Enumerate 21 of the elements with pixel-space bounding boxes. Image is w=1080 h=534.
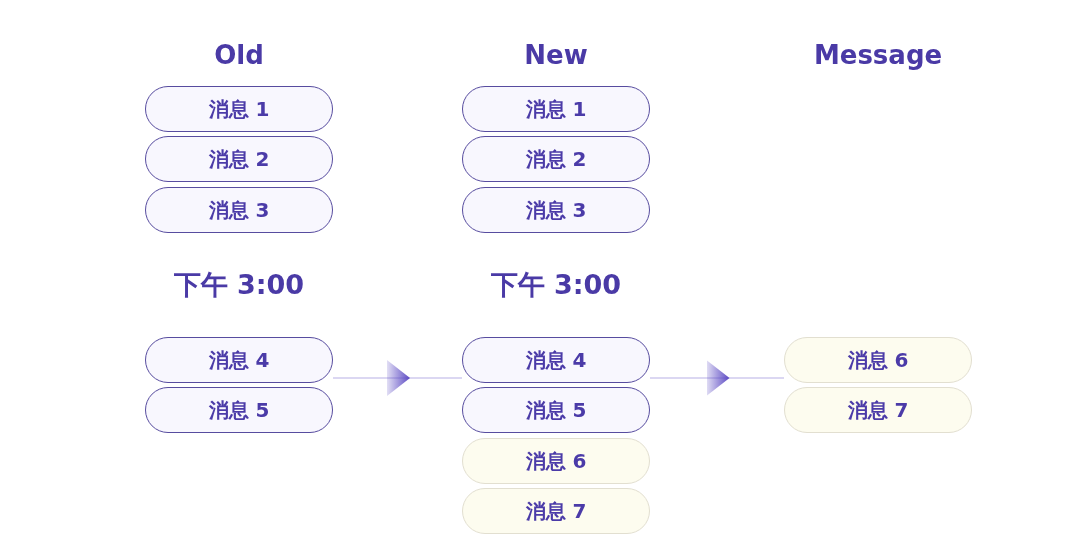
message-pill: 消息 6 (462, 438, 650, 484)
message-pill: 消息 2 (462, 136, 650, 182)
column-heading: Message (812, 39, 944, 72)
time-label: 下午 3:00 (173, 268, 305, 302)
column-heading: Old (213, 39, 265, 72)
message-pill: 消息 1 (145, 86, 333, 132)
message-pill: 消息 2 (145, 136, 333, 182)
time-label: 下午 3:00 (490, 268, 622, 302)
message-pill: 消息 4 (145, 337, 333, 383)
message-pill: 消息 3 (145, 187, 333, 233)
message-pill: 消息 7 (462, 488, 650, 534)
message-pill: 消息 5 (462, 387, 650, 433)
message-pill: 消息 4 (462, 337, 650, 383)
message-pill: 消息 6 (784, 337, 972, 383)
message-pill: 消息 7 (784, 387, 972, 433)
message-pill: 消息 1 (462, 86, 650, 132)
message-pill: 消息 5 (145, 387, 333, 433)
column-heading: New (523, 39, 589, 72)
arrow (649, 360, 785, 396)
message-pill: 消息 3 (462, 187, 650, 233)
arrow (332, 360, 463, 396)
